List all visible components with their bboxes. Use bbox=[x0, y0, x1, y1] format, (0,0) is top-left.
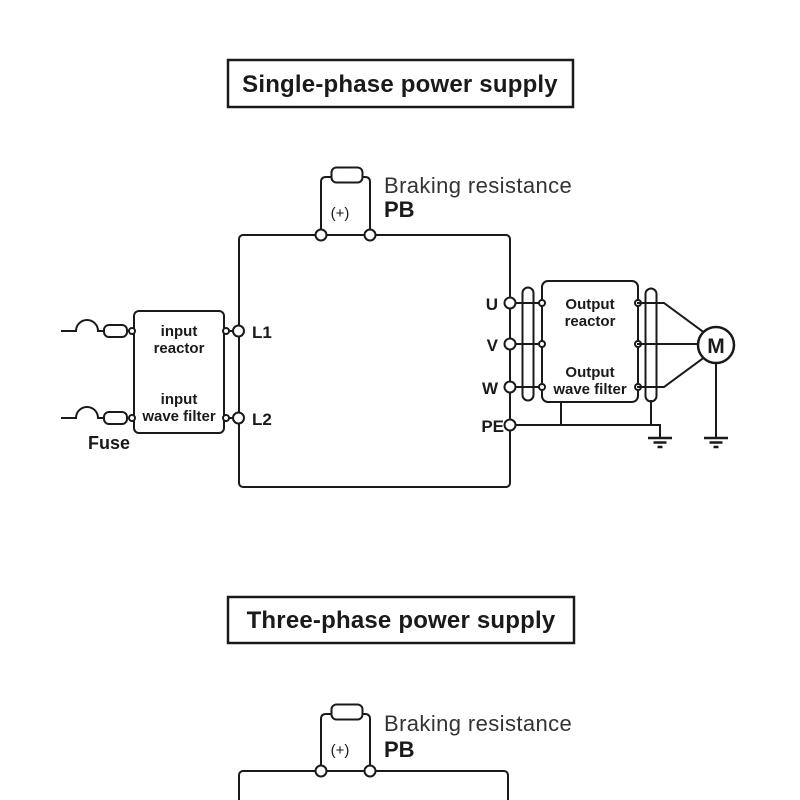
braking-resistor-icon-2 bbox=[330, 703, 364, 721]
braking-resistance-label: Braking resistance bbox=[384, 173, 572, 198]
three-phase-diagram: Three-phase power supply (+) Braking res… bbox=[226, 595, 576, 800]
three-phase-title-box bbox=[226, 595, 576, 645]
breaker-arc-2 bbox=[61, 406, 105, 419]
input-reactor-label-1: input bbox=[161, 323, 198, 340]
terminal-l2 bbox=[232, 411, 245, 425]
fuse-label: Fuse bbox=[88, 433, 130, 453]
w-label: W bbox=[482, 379, 499, 398]
output-reactor-label-1: Output bbox=[565, 296, 614, 313]
input-reactor-label-2: reactor bbox=[154, 340, 205, 357]
pb-terminal-label-2: PB bbox=[384, 737, 415, 762]
single-phase-title-box bbox=[226, 58, 575, 109]
terminal-l1 bbox=[232, 324, 245, 338]
input-filter-label-2: wave filter bbox=[141, 408, 216, 425]
l2-label: L2 bbox=[252, 410, 272, 429]
terminal-plus bbox=[314, 228, 328, 242]
l1-label: L1 bbox=[252, 323, 272, 342]
output-wave-filter-label-2: wave filter bbox=[552, 381, 627, 398]
terminal-plus-2 bbox=[314, 764, 328, 778]
three-phase-title: Three-phase power supply bbox=[247, 607, 556, 634]
braking-resistance-label-2: Braking resistance bbox=[384, 711, 572, 736]
output-box-terminal-l3 bbox=[538, 383, 546, 391]
single-phase-diagram: Single-phase power supply (+) Braking re… bbox=[61, 58, 736, 488]
output-wave-filter-label-1: Output bbox=[565, 364, 614, 381]
terminal-w bbox=[503, 380, 517, 394]
input-box-terminal-tl bbox=[128, 327, 136, 335]
dc-plus-label: (+) bbox=[331, 205, 350, 222]
motor-wire-3 bbox=[637, 357, 704, 388]
single-phase-title: Single-phase power supply bbox=[242, 71, 558, 98]
cable-shield-left bbox=[521, 286, 535, 402]
input-box-terminal-br bbox=[222, 414, 230, 422]
braking-resistor-icon bbox=[330, 166, 364, 184]
earth-ground-icon-motor bbox=[704, 436, 728, 449]
input-filter-box bbox=[133, 310, 225, 434]
u-label: U bbox=[486, 295, 498, 314]
terminal-u bbox=[503, 296, 517, 310]
dc-plus-label-2: (+) bbox=[331, 742, 350, 759]
breaker-arc-1 bbox=[61, 319, 105, 332]
inverter-box bbox=[238, 234, 511, 488]
terminal-v bbox=[503, 337, 517, 351]
input-box-terminal-bl bbox=[128, 414, 136, 422]
earth-ground-icon-shield bbox=[648, 436, 672, 449]
terminal-pe bbox=[503, 418, 517, 432]
terminal-pb bbox=[363, 228, 377, 242]
terminal-pb-2 bbox=[363, 764, 377, 778]
braking-branch-wire-2 bbox=[320, 713, 371, 769]
fuse-icon-2 bbox=[103, 411, 128, 425]
pb-terminal-label: PB bbox=[384, 197, 415, 222]
output-box-terminal-l2 bbox=[538, 340, 546, 348]
fuse-icon-1 bbox=[103, 324, 128, 338]
input-filter-label-1: input bbox=[161, 391, 198, 408]
v-label: V bbox=[487, 336, 499, 355]
pe-label: PE bbox=[481, 417, 504, 436]
motor-wire-1 bbox=[637, 302, 704, 333]
input-box-terminal-tr bbox=[222, 327, 230, 335]
output-reactor-label-2: reactor bbox=[565, 313, 616, 330]
motor-label: M bbox=[707, 335, 725, 358]
output-box-terminal-l1 bbox=[538, 299, 546, 307]
wire-pe bbox=[509, 424, 661, 438]
